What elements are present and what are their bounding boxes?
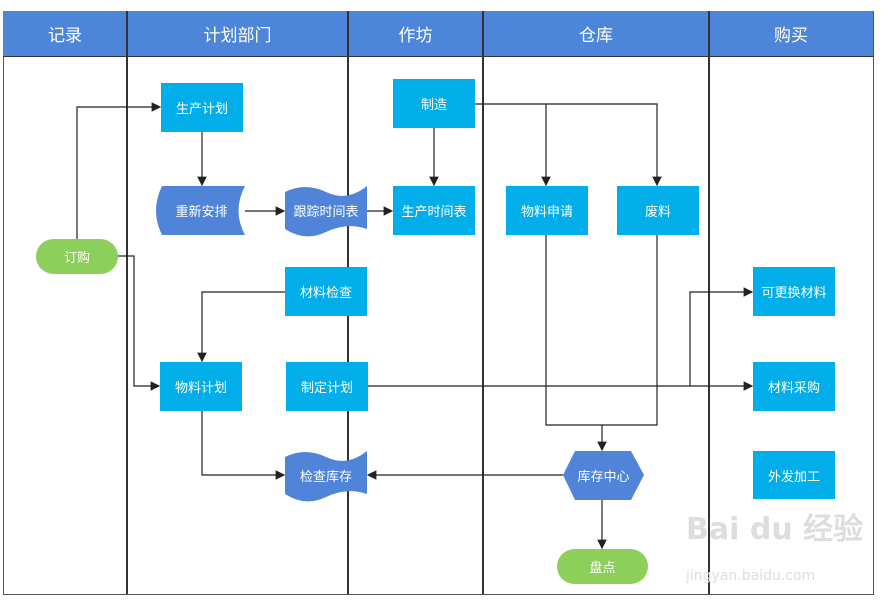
lane-header-workshop: 作坊 [348, 11, 483, 57]
node-manufacture[interactable]: 制造 [393, 79, 475, 128]
node-inventory-center[interactable]: 库存中心 [577, 470, 630, 485]
baidu-watermark: Bai du 经验 [686, 512, 864, 547]
node-track-schedule[interactable]: 跟踪时间表 [293, 205, 359, 220]
track-schedule-shape [285, 186, 367, 237]
node-production-schedule[interactable]: 生产时间表 [393, 186, 475, 235]
node-material-plan[interactable]: 物料计划 [160, 362, 242, 411]
node-production-plan[interactable]: 生产计划 [161, 83, 243, 132]
node-check-inventory[interactable]: 检查库存 [299, 470, 352, 485]
node-material-check[interactable]: 材料检查 [285, 267, 367, 316]
lane-header-purchase: 购买 [709, 11, 873, 57]
node-order[interactable]: 订购 [36, 239, 118, 274]
node-reschedule[interactable]: 重新安排 [175, 205, 228, 220]
node-replaceable-material[interactable]: 可更换材料 [753, 267, 835, 316]
inventory-center-shape [563, 451, 644, 500]
lane-divider [708, 11, 710, 594]
check-inventory-shape [285, 451, 367, 502]
lane-header-record: 记录 [3, 11, 127, 57]
lane-header-planning: 计划部门 [127, 11, 348, 57]
node-stocktake[interactable]: 盘点 [557, 549, 648, 584]
lane-divider [482, 11, 484, 594]
node-material-request[interactable]: 物料申请 [506, 186, 588, 235]
node-scrap[interactable]: 废料 [617, 186, 699, 235]
node-material-purchase[interactable]: 材料采购 [753, 362, 835, 411]
node-make-plan[interactable]: 制定计划 [286, 362, 368, 411]
node-outsourcing[interactable]: 外发加工 [753, 451, 835, 499]
lane-header-warehouse: 仓库 [483, 11, 709, 57]
reschedule-shape [156, 186, 245, 235]
watermark-url: jingyan.baidu.com [686, 568, 816, 584]
lane-divider [126, 11, 128, 594]
